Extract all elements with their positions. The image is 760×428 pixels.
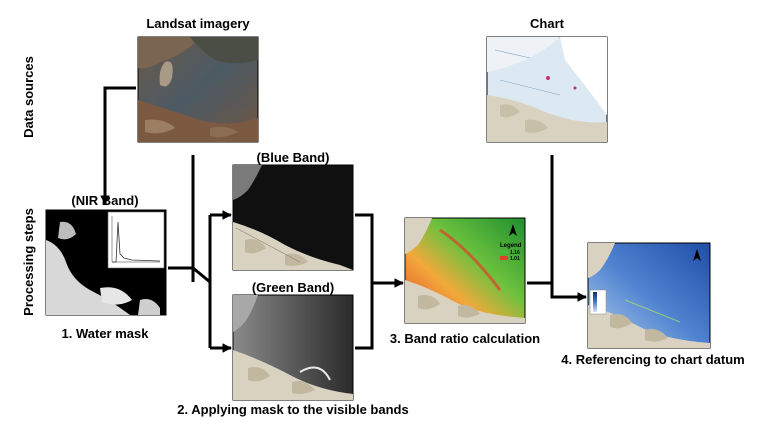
step-1-label: 1. Water mask — [62, 326, 150, 341]
blue-band-image — [232, 164, 354, 271]
data-sources-label: Data sources — [21, 56, 36, 138]
chart-title: Chart — [530, 16, 565, 31]
green-band-title: (Green Band) — [252, 280, 334, 295]
merge-bracket — [355, 213, 374, 350]
line-nir-to-split — [168, 266, 211, 284]
band-ratio-image: Legend 1.16 1.01 — [404, 217, 526, 324]
landsat-image — [137, 36, 259, 143]
datum-legend — [589, 289, 607, 315]
processing-steps-label: Processing steps — [21, 208, 36, 316]
arrow-chart-to-datum — [550, 155, 587, 302]
north-arrow-icon — [693, 249, 701, 261]
green-band-image — [232, 294, 354, 401]
north-arrow-icon — [509, 224, 517, 236]
chart-datum-image — [587, 242, 711, 349]
ratio-legend: Legend 1.16 1.01 — [500, 243, 522, 262]
ratio-legend-high: 1.16 — [510, 250, 520, 256]
nir-water-mask-image — [45, 209, 167, 316]
nautical-chart-image — [486, 36, 608, 143]
blue-band-title: (Blue Band) — [257, 150, 330, 165]
step-2-label: 2. Applying mask to the visible bands — [177, 402, 408, 417]
step-4-label: 4. Referencing to chart datum — [561, 352, 744, 367]
ratio-legend-low: 1.01 — [510, 256, 520, 262]
landsat-title: Landsat imagery — [146, 16, 250, 31]
connectors — [100, 86, 587, 353]
arrow-landsat-to-nir — [100, 86, 136, 205]
ratio-legend-title: Legend — [500, 243, 522, 249]
step-3-label: 3. Band ratio calculation — [390, 331, 540, 346]
